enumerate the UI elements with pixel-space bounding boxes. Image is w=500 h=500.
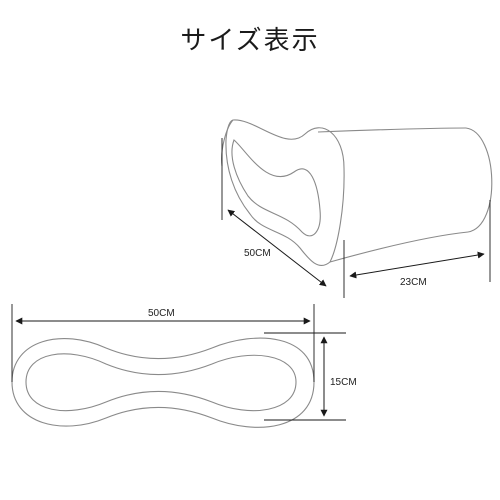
body-bottom-edge <box>329 231 469 263</box>
side-view <box>11 337 315 428</box>
dim-arrow-length-3d <box>227 209 327 287</box>
dim-label-length-2d: 50CM <box>148 308 175 319</box>
body-top-edge <box>317 127 467 133</box>
side-view-outer <box>11 337 315 428</box>
side-extension-lines <box>11 304 346 421</box>
dim-arrow-depth-3d <box>349 251 485 279</box>
front-face-outer <box>225 119 345 266</box>
front-face-inner <box>231 139 321 237</box>
dim-label-height-2d: 15CM <box>330 377 357 388</box>
page-title: サイズ表示 <box>180 26 320 56</box>
perspective-extension-lines <box>221 138 491 298</box>
dim-label-depth-3d: 23CM <box>400 277 427 288</box>
dim-label-length-3d: 50CM <box>244 248 271 259</box>
side-view-inner <box>25 353 297 412</box>
back-end-cap <box>465 127 493 233</box>
perspective-view <box>221 119 493 266</box>
